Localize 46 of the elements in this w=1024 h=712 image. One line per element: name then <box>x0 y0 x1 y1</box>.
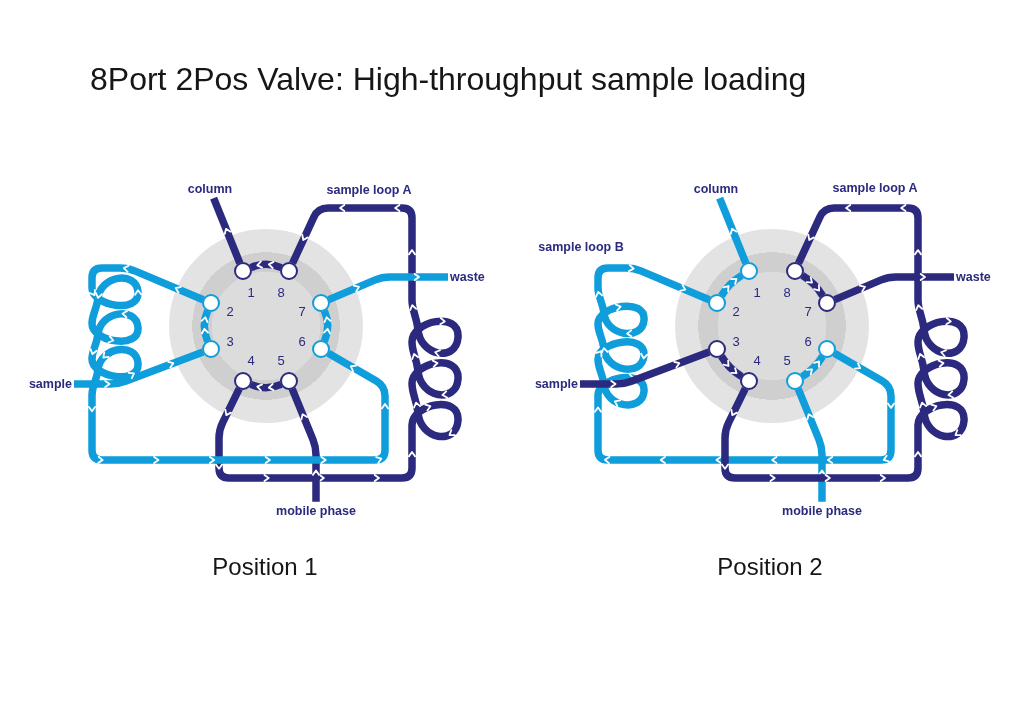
connection-label: column <box>693 181 739 197</box>
port-number: 6 <box>298 334 306 348</box>
port-circle <box>818 340 836 358</box>
port-circle <box>786 262 804 280</box>
port-circle <box>740 262 758 280</box>
port-circle <box>280 262 298 280</box>
position-caption: Position 2 <box>717 553 823 581</box>
port-circle <box>234 262 252 280</box>
diagram-title: 8Port 2Pos Valve: High-throughput sample loading <box>90 61 807 98</box>
port-circle <box>280 372 298 390</box>
port-number: 8 <box>783 285 791 299</box>
port-circle <box>202 340 220 358</box>
port-number: 6 <box>804 334 812 348</box>
port-circle <box>708 340 726 358</box>
port-circle <box>234 372 252 390</box>
port-circle <box>818 294 836 312</box>
port-circle <box>202 294 220 312</box>
connection-label: mobile phase <box>782 503 862 519</box>
port-number: 5 <box>277 353 285 367</box>
port-number: 3 <box>732 334 740 348</box>
port-number: 8 <box>277 285 285 299</box>
edge-label: sample loop A <box>832 180 918 196</box>
connection-label: sample <box>28 376 72 392</box>
port-number: 3 <box>226 334 234 348</box>
connection-label: waste <box>450 269 485 285</box>
port-number: 7 <box>804 304 812 318</box>
port-number: 1 <box>753 285 761 299</box>
port-number: 7 <box>298 304 306 318</box>
port-number: 4 <box>247 353 255 367</box>
port-circle <box>312 340 330 358</box>
port-circle <box>740 372 758 390</box>
connection-label: sample <box>534 376 578 392</box>
port-circle <box>786 372 804 390</box>
edge-label: sample loop B <box>538 239 624 255</box>
edge-label: sample loop A <box>326 182 412 198</box>
port-number: 4 <box>753 353 761 367</box>
port-circle <box>312 294 330 312</box>
connection-label: mobile phase <box>276 503 356 519</box>
connection-label: column <box>187 181 233 197</box>
port-number: 5 <box>783 353 791 367</box>
position-caption: Position 1 <box>212 553 318 581</box>
port-circle <box>708 294 726 312</box>
port-number: 2 <box>226 304 234 318</box>
port-number: 2 <box>732 304 740 318</box>
port-number: 1 <box>247 285 255 299</box>
connection-label: waste <box>956 269 991 285</box>
